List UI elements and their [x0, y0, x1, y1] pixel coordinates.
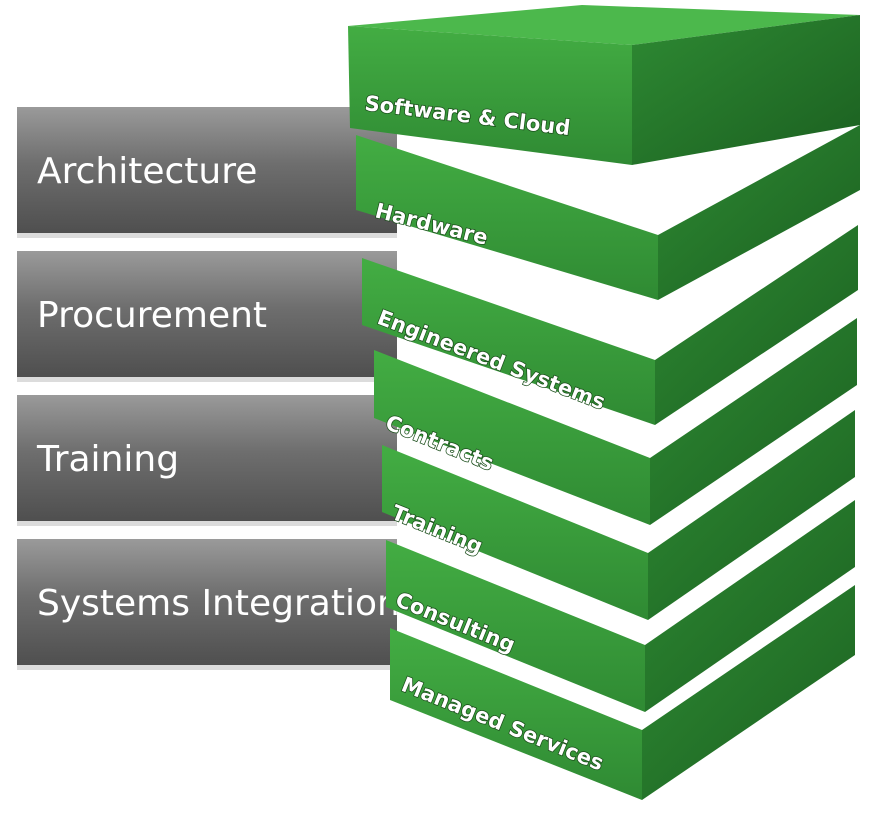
category-label: Procurement [37, 295, 268, 336]
category-box-architecture: Architecture [17, 107, 397, 238]
category-box-procurement: Procurement [17, 251, 397, 382]
category-label: Architecture [37, 151, 258, 192]
layer-software-and-cloud: Software & Cloud [348, 5, 860, 165]
category-box-systems-integration: Systems Integration [17, 539, 400, 670]
category-label: Systems Integration [37, 583, 400, 624]
category-label: Training [37, 439, 180, 480]
category-box-training: Training [17, 395, 397, 526]
